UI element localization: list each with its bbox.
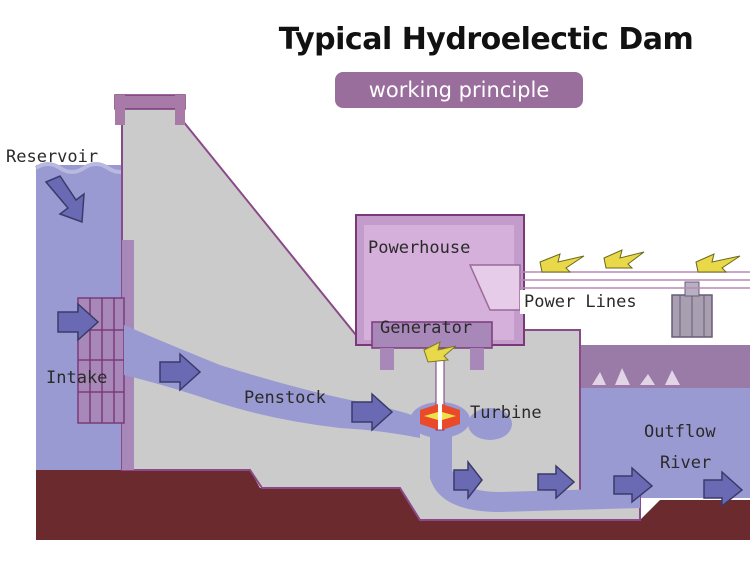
outflow-arrow-1-icon (537, 464, 576, 500)
intake-arrow-icon (57, 302, 100, 342)
diagram-subtitle: working principle (335, 72, 583, 108)
label-penstock: Penstock (244, 388, 326, 408)
ground (36, 470, 750, 540)
outflow-tunnel (430, 430, 640, 512)
generator-spark-icon (423, 341, 457, 363)
reservoir-arrow-icon (44, 175, 85, 224)
dam-crest-right (175, 95, 185, 125)
turbine-icon (420, 404, 460, 430)
power-lines-label-bg (520, 290, 668, 314)
diagram-title: Typical Hydroelectic Dam (278, 22, 694, 57)
lightning-icons (539, 249, 741, 273)
draft-arrow-icon (453, 459, 483, 501)
label-reservoir: Reservoir (6, 147, 98, 167)
far-bank (580, 345, 750, 390)
label-power-lines: Power Lines (524, 292, 637, 312)
generator-leg-right (470, 348, 484, 370)
dam-crest (114, 94, 186, 110)
reservoir-surface (34, 162, 134, 174)
label-river: River (660, 453, 711, 473)
turbine-scroll (468, 408, 512, 440)
outflow-arrow-2-icon (613, 466, 654, 504)
label-powerhouse: Powerhouse (368, 238, 470, 258)
flow-arrows (44, 175, 744, 508)
dam-crest-left (115, 95, 125, 125)
label-turbine: Turbine (470, 403, 542, 423)
far-trees (592, 368, 680, 385)
outflow-arrow-3-icon (703, 470, 744, 508)
transformer-icon (671, 281, 713, 338)
generator-leg-left (380, 348, 394, 370)
penstock-tunnel (124, 325, 420, 438)
penstock-arrow-2-icon (351, 392, 394, 432)
label-outflow: Outflow (644, 422, 716, 442)
penstock-arrow-1-icon (159, 352, 202, 392)
label-intake: Intake (46, 368, 107, 388)
power-line-wires (520, 271, 750, 289)
label-generator: Generator (380, 318, 472, 338)
